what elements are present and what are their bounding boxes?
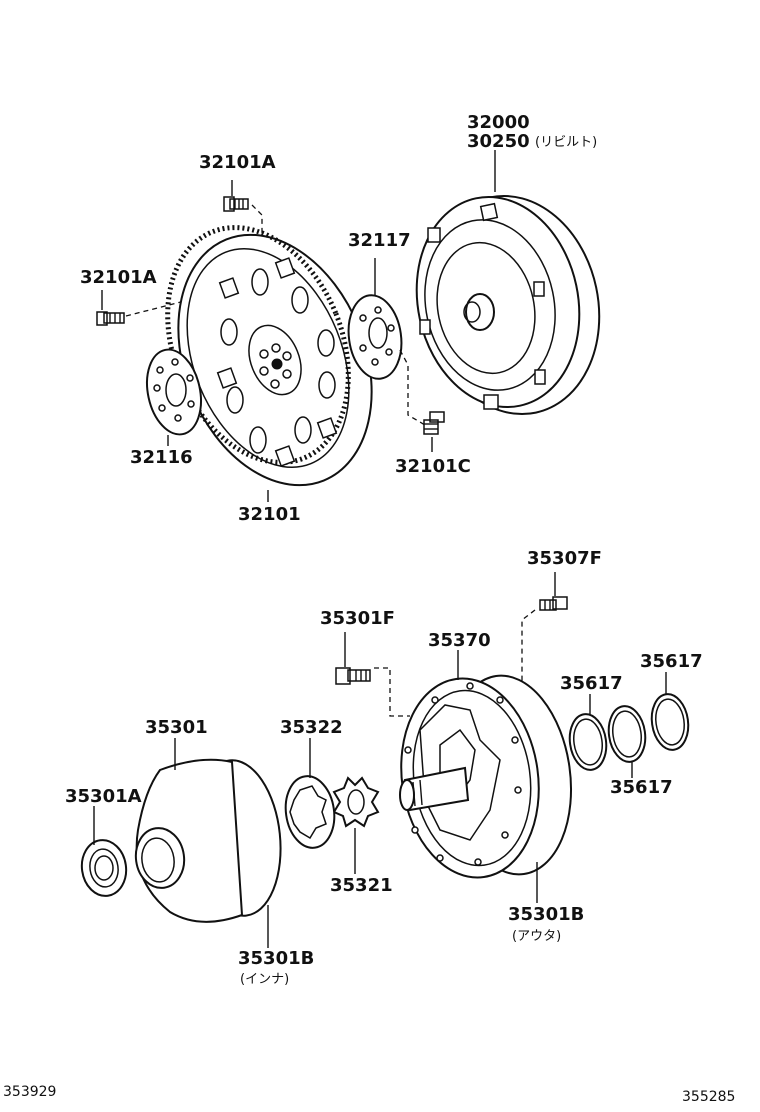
- label-32101a-top: 32101A: [199, 152, 276, 173]
- torque-converter-32000[interactable]: [398, 180, 619, 431]
- label-35301b-inner: 35301B: [238, 948, 314, 969]
- o-ring-35617-c[interactable]: [648, 692, 691, 752]
- bolt-35301f[interactable]: [335, 667, 371, 685]
- label-32116: 32116: [130, 447, 193, 468]
- plate-32117[interactable]: [343, 292, 406, 382]
- inner-rotor-35321[interactable]: [332, 776, 380, 828]
- spacer-32116[interactable]: [140, 345, 209, 440]
- bolt-32101a-left[interactable]: [96, 311, 125, 326]
- dashed-line-32101a-top: [251, 204, 263, 270]
- o-ring-35617-a[interactable]: [566, 712, 609, 772]
- oil-seal-35301a[interactable]: [78, 837, 129, 899]
- label-35301b-outer-note: (アウタ): [512, 929, 561, 944]
- label-35301: 35301: [145, 717, 208, 738]
- footer-right-code: 355285: [682, 1089, 735, 1105]
- bolt-35307f[interactable]: [539, 596, 568, 611]
- label-32117: 32117: [348, 230, 411, 251]
- footer-left-code: 353929: [3, 1084, 56, 1100]
- label-30250-note: (リビルト): [535, 135, 597, 150]
- dashed-line-35301f: [374, 667, 410, 717]
- label-35370: 35370: [428, 630, 491, 651]
- outer-rotor-35322[interactable]: [281, 773, 339, 851]
- label-35301f: 35301F: [320, 608, 395, 629]
- o-ring-35617-b[interactable]: [605, 704, 648, 764]
- label-32101c: 32101C: [395, 456, 471, 477]
- oil-pump-body-35370[interactable]: [389, 668, 584, 887]
- label-35617-a: 35617: [560, 673, 623, 694]
- label-32101: 32101: [238, 504, 301, 525]
- label-32101a-left: 32101A: [80, 267, 157, 288]
- label-35301b-outer: 35301B: [508, 904, 584, 925]
- label-35321: 35321: [330, 875, 393, 896]
- label-32000: 32000: [467, 112, 530, 133]
- label-30250: 30250: [467, 131, 530, 152]
- label-35322: 35322: [280, 717, 343, 738]
- label-35301a: 35301A: [65, 786, 142, 807]
- label-35307f: 35307F: [527, 548, 602, 569]
- label-35617-c: 35617: [640, 651, 703, 672]
- dashed-line-32101c: [399, 349, 426, 426]
- label-35617-b: 35617: [610, 777, 673, 798]
- label-35301b-inner-note: (インナ): [240, 972, 289, 987]
- bolt-32101a-top[interactable]: [223, 196, 249, 212]
- pump-cover-35301[interactable]: [132, 756, 288, 923]
- bolt-32101c[interactable]: [423, 411, 445, 435]
